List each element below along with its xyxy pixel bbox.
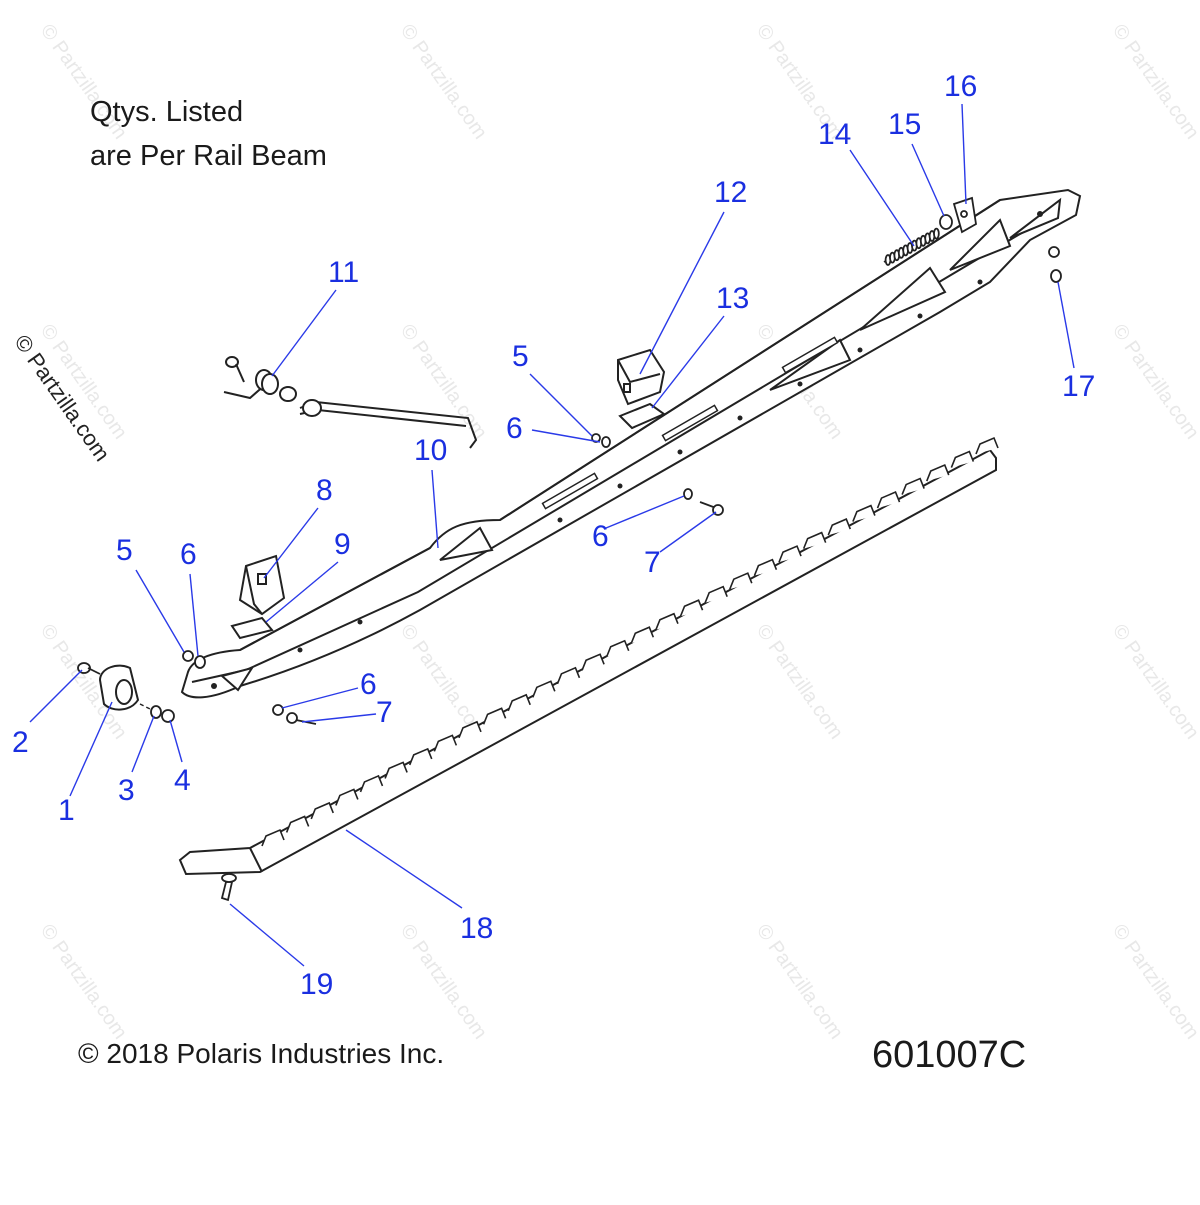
rail-beam [180, 188, 1082, 699]
callout-13: 13 [716, 282, 749, 315]
slide-tooth [359, 774, 384, 793]
slide-tooth [901, 477, 925, 495]
part-7-bolt-rail [699, 501, 724, 516]
slide-tooth [704, 585, 728, 603]
part-6-washer-front [194, 655, 206, 669]
qty-note-line-1: Qtys. Listed [90, 96, 244, 128]
part-7-bolt-nose [286, 712, 317, 725]
slide-tooth [310, 801, 334, 820]
partzilla-watermark: © Partzilla.com [36, 920, 131, 1043]
callout-7-nose: 7 [376, 696, 393, 729]
part-16-bracket [952, 196, 977, 234]
partzilla-watermark: © Partzilla.com [396, 320, 491, 443]
part-6-washer-rail [683, 488, 693, 500]
partzilla-watermark: © Partzilla.com [1108, 920, 1200, 1043]
part-6-washer-nose [272, 704, 284, 716]
callout-2: 2 [12, 726, 29, 759]
slide-tooth [827, 518, 852, 536]
slide-tooth [507, 693, 531, 712]
callout-1: 1 [58, 794, 75, 827]
callout-15: 15 [888, 108, 921, 141]
part-12-block [617, 348, 666, 406]
slide-tooth [433, 734, 458, 752]
slide-tooth [975, 436, 999, 455]
spring-coil [933, 227, 940, 240]
slide-tooth [655, 612, 679, 631]
slide-tooth [261, 828, 285, 847]
slide-tooth [753, 558, 778, 576]
callout-6-nose: 6 [360, 668, 377, 701]
slide-tooth [630, 626, 655, 644]
callout-11: 11 [328, 256, 359, 289]
slide-tooth [778, 545, 802, 563]
callout-6-front: 6 [180, 538, 197, 571]
callout-10: 10 [414, 434, 447, 467]
part-15-bushing [939, 214, 953, 230]
callout-9: 9 [334, 528, 351, 561]
slide-tooth [482, 707, 507, 725]
slide-tooth [876, 491, 901, 509]
callout-3: 3 [118, 774, 135, 807]
part-11-spring-rod [223, 356, 478, 449]
partzilla-watermark: © Partzilla.com [396, 20, 491, 143]
slide-tooth [926, 463, 950, 482]
part-5-nut-front [182, 650, 194, 662]
slide-tooth [729, 572, 753, 590]
part-9-spacer [230, 616, 274, 640]
part-8-bumper-cap [238, 554, 286, 616]
callout-19: 19 [300, 968, 333, 1001]
partzilla-watermark: © Partzilla.com [1108, 320, 1200, 443]
callout-14: 14 [818, 118, 851, 151]
partzilla-watermark: © Partzilla.com [752, 920, 847, 1043]
slide-tooth [556, 666, 581, 685]
slide-tooth [581, 653, 605, 671]
callout-6-rail: 6 [592, 520, 609, 553]
callout-4: 4 [174, 764, 191, 797]
part-13-spacer [618, 402, 667, 430]
qty-note: Qtys. Listed are Per Rail Beam [90, 90, 327, 178]
figure-number: 601007C [872, 1034, 1027, 1076]
callout-18: 18 [460, 912, 493, 945]
slide-tooth [802, 531, 827, 549]
part-6-washer-mid [601, 436, 611, 448]
part-1-bumper [98, 664, 140, 711]
slide-tooth [679, 599, 704, 617]
callout-5-mid: 5 [512, 340, 529, 373]
copyright-text: © 2018 Polaris Industries Inc. [78, 1038, 445, 1069]
callout-7-rail: 7 [644, 546, 661, 579]
slide-teeth [261, 436, 999, 847]
slide-tooth [335, 788, 359, 806]
part-19-screw [220, 873, 237, 902]
callout-8: 8 [316, 474, 333, 507]
partzilla-watermark: © Partzilla.com [752, 620, 847, 743]
slide-tooth [458, 720, 482, 739]
slide-tooth [408, 747, 433, 766]
slide-tooth [605, 639, 630, 658]
callout-16: 16 [944, 70, 977, 103]
qty-note-line-2: are Per Rail Beam [90, 140, 327, 172]
part-3-washer [150, 705, 162, 719]
partzilla-watermark: © Partzilla.com [1108, 20, 1200, 143]
slide-tooth [285, 815, 310, 833]
slide-tooth [384, 761, 408, 779]
leader-lines [29, 103, 1075, 967]
callout-17: 17 [1062, 370, 1095, 403]
slide-tooth [950, 450, 975, 468]
callout-6-mid: 6 [506, 412, 523, 445]
part-14-spring [883, 227, 940, 266]
rail-slide [178, 436, 999, 876]
slide-tooth [852, 504, 876, 522]
slide-tooth [532, 680, 556, 698]
callout-12: 12 [714, 176, 747, 209]
partzilla-watermark: © Partzilla.com [1108, 620, 1200, 743]
callout-5-front: 5 [116, 534, 133, 567]
part-17-nuts [1048, 246, 1062, 283]
part-4-nut [161, 709, 175, 723]
